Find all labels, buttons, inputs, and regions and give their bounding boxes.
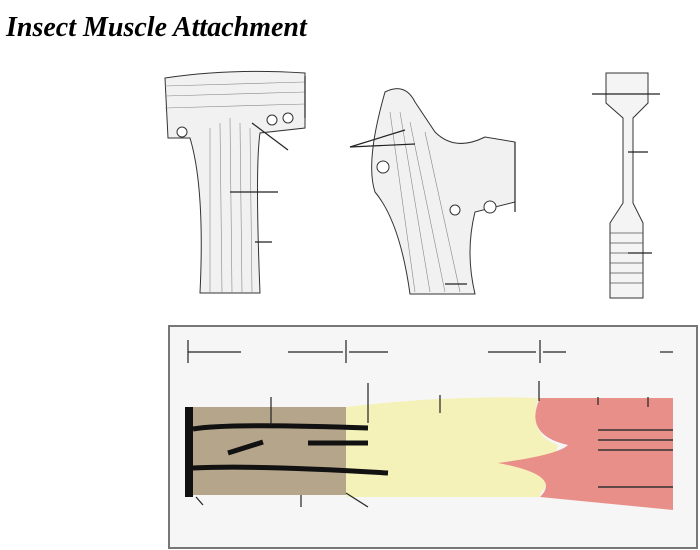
figure-muscle-attachment-c [592, 72, 660, 299]
page-title: Insect Muscle Attachment [6, 12, 307, 43]
figure-muscle-attachment-b [349, 88, 516, 295]
figure-attachment-section [168, 325, 698, 549]
figure-muscle-attachment-a [164, 70, 306, 294]
